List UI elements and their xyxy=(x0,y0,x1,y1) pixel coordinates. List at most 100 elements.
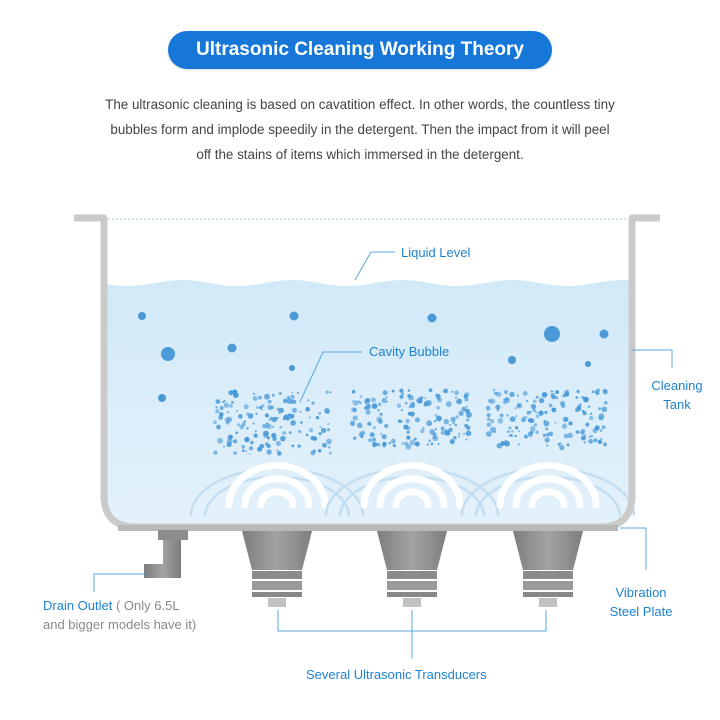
vibration-plate-leader xyxy=(620,527,647,570)
bubble xyxy=(504,440,510,447)
bubble xyxy=(454,390,459,396)
bubble xyxy=(510,434,513,437)
bubble xyxy=(324,408,330,414)
bubble xyxy=(325,390,329,394)
bubble xyxy=(443,388,449,394)
bubble xyxy=(298,430,302,434)
bubble xyxy=(485,431,492,437)
bubble xyxy=(233,439,238,444)
bubble xyxy=(232,389,238,395)
bubble xyxy=(321,427,327,433)
bubble xyxy=(593,438,598,443)
bubble xyxy=(525,416,528,419)
bubble xyxy=(488,399,493,403)
bubble xyxy=(453,436,457,440)
bubble xyxy=(437,443,440,445)
bubble xyxy=(437,397,443,403)
bubble xyxy=(291,391,294,394)
bubble xyxy=(598,415,604,421)
cavity-bubble-label: Cavity Bubble xyxy=(369,344,450,359)
bubble xyxy=(414,417,420,423)
bubble xyxy=(308,416,311,419)
bubble xyxy=(406,435,411,440)
bubble xyxy=(286,398,293,404)
bubble xyxy=(544,326,560,342)
bubble xyxy=(523,434,528,439)
bubble xyxy=(582,411,587,416)
bubble xyxy=(433,436,436,439)
bubble xyxy=(291,444,295,448)
bubble xyxy=(259,405,263,410)
intro-line: off the stains of items which immersed i… xyxy=(196,147,524,162)
bubble xyxy=(595,390,600,396)
bubble xyxy=(283,418,286,421)
intro-line: bubbles form and implode speedily in the… xyxy=(110,122,610,137)
bubble xyxy=(266,423,272,430)
bubble xyxy=(545,427,549,431)
bubble xyxy=(504,390,508,394)
bubble xyxy=(550,390,554,393)
bubble xyxy=(486,413,491,418)
bubble xyxy=(514,407,517,410)
bubble xyxy=(219,412,223,416)
sound-wave xyxy=(257,488,297,509)
bubble xyxy=(542,433,547,437)
bubble xyxy=(290,420,296,426)
bubble xyxy=(594,425,600,431)
bubble xyxy=(327,446,331,449)
bubble xyxy=(580,435,586,441)
bubble xyxy=(300,421,303,424)
bubble xyxy=(424,397,427,400)
bubble xyxy=(256,406,259,409)
bubble xyxy=(587,405,591,408)
bubble xyxy=(554,395,559,400)
bubble xyxy=(365,397,371,404)
bubble xyxy=(496,443,503,449)
vibration-steel-plate xyxy=(118,525,618,531)
bubble xyxy=(369,432,375,438)
bubble xyxy=(352,400,359,406)
bubble xyxy=(318,411,322,415)
bubble xyxy=(450,416,456,422)
bubble xyxy=(454,396,458,399)
bubble xyxy=(514,426,519,430)
bubble xyxy=(530,426,536,432)
bubble xyxy=(158,394,166,402)
bubble xyxy=(485,405,491,411)
bubble xyxy=(403,424,409,430)
bubble xyxy=(223,402,229,408)
ultrasonic-transducers xyxy=(242,531,583,607)
bubble xyxy=(297,444,301,448)
bubble xyxy=(604,401,608,405)
bubble xyxy=(601,406,608,413)
bubble xyxy=(264,393,270,400)
bubble xyxy=(278,407,284,413)
bubble xyxy=(382,390,388,396)
bubble xyxy=(257,395,262,400)
bubble xyxy=(311,401,315,405)
bubble xyxy=(242,449,245,453)
bubble xyxy=(461,406,467,412)
bubble xyxy=(435,393,438,396)
bubble xyxy=(215,409,220,414)
bubble xyxy=(353,436,357,440)
bubble xyxy=(401,442,404,445)
bubble xyxy=(357,422,363,429)
bubble xyxy=(352,415,358,421)
bubble xyxy=(311,435,316,441)
bubble xyxy=(559,444,565,451)
bubble xyxy=(365,409,371,415)
bubble xyxy=(430,442,434,446)
bubble xyxy=(508,356,516,364)
bubble xyxy=(384,423,389,428)
bubble xyxy=(457,435,460,438)
bubble xyxy=(449,439,455,445)
drain-outlet-note: ( Only 6.5L xyxy=(112,598,180,613)
bubble xyxy=(436,415,442,422)
bubble xyxy=(252,396,258,401)
bubble xyxy=(428,388,433,393)
bubble xyxy=(414,441,420,447)
bubble xyxy=(566,443,570,447)
bubble xyxy=(379,412,383,416)
